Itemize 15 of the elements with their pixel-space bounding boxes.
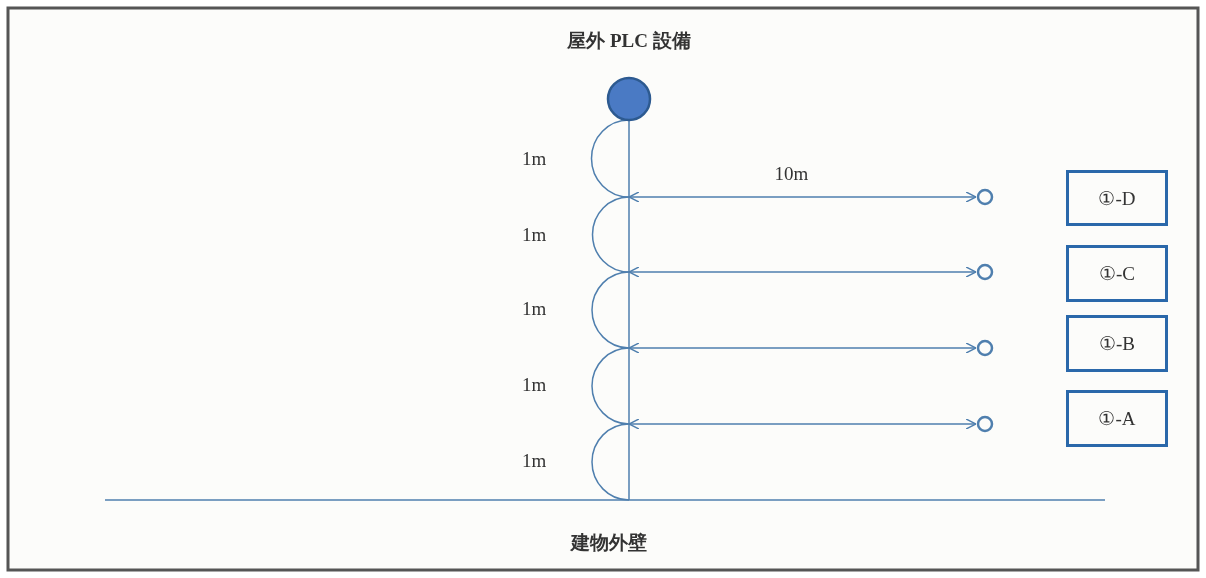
dimension-label: 1m: [522, 450, 547, 472]
equipment-label: 屋外 PLC 設備: [566, 30, 692, 52]
terminal-circle: [976, 188, 994, 206]
label-box: ①-D: [1066, 170, 1168, 226]
label-box: ①-B: [1066, 315, 1168, 372]
wall-label: 建物外壁: [571, 532, 647, 554]
dimension-label: 1m: [522, 374, 547, 396]
terminal-circle: [976, 263, 994, 281]
label-box: ①-C: [1066, 245, 1168, 302]
dimension-label: 1m: [522, 298, 547, 320]
label-box: ①-A: [1066, 390, 1168, 447]
dimension-label: 1m: [522, 224, 547, 246]
dimension-label: 1m: [522, 148, 547, 170]
terminal-circle: [976, 339, 994, 357]
terminal-circle: [976, 415, 994, 433]
